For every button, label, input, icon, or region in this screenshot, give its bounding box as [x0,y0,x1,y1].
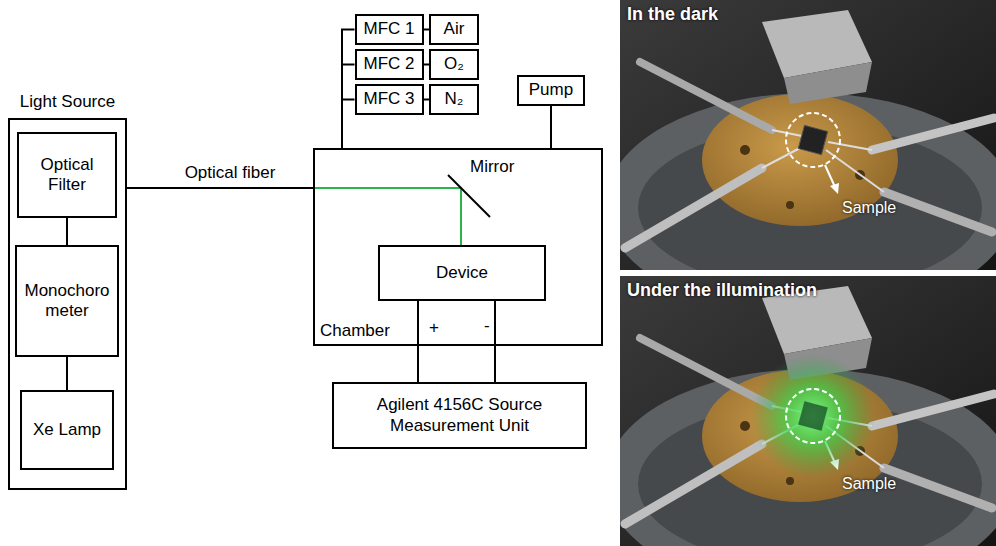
node-text: Optical Filter [19,155,115,196]
photo-heading: Under the illumination [627,280,817,302]
node-text: Pump [525,80,577,100]
flow-controller-box: MFC 2 [355,49,424,79]
connector-line [127,187,313,189]
node-text: MFC 3 [360,89,419,109]
connector-line [342,64,355,148]
chamber-box: Chamber Device [313,148,603,346]
light-beam [313,188,461,245]
node-text: Device [432,263,492,283]
node-text: MFC 2 [360,54,419,74]
connector-line [66,357,68,390]
photo-illuminated [605,276,996,546]
sample-label: Sample [842,474,896,493]
gas-box: Air [429,14,479,44]
node-text: Air [440,19,469,39]
connector-label: Optical fiber [183,163,278,183]
sample-chip [798,401,827,430]
gas-box: O₂ [429,49,479,79]
filter-box: Optical Filter [17,132,117,218]
polarity-sign: + [429,318,439,338]
connector-line [417,301,419,382]
mirror-symbol [448,175,490,217]
node-text: MFC 1 [360,19,419,39]
pump-box: Pump [517,75,585,106]
flow-controller-box: MFC 1 [355,14,424,44]
node-text: N₂ [441,89,468,109]
photo-heading: In the dark [627,4,718,26]
connector-line [550,106,552,148]
node-text: Chamber [315,321,390,344]
node-text: Light Source [20,92,115,112]
node-text: O₂ [440,54,468,74]
node-text: Monochoro meter [17,281,116,322]
connector-line [342,99,355,148]
green-glow [751,354,875,478]
connector-line [494,301,496,382]
gas-box: N₂ [429,84,479,114]
polarity-sign: - [484,316,490,336]
node-text: Agilent 4156C Source Measurement Unit [334,395,585,436]
node-text: Xe Lamp [29,420,105,440]
flow-controller-box: MFC 3 [355,84,424,114]
device-box: Device [378,245,546,301]
photo-dark [605,0,996,317]
connector-line [66,218,68,245]
measurement-unit-box: Agilent 4156C Source Measurement Unit [332,382,587,449]
mirror-label: Mirror [470,157,514,177]
light-source-box: Light SourceOptical FilterMonochoro mete… [8,118,127,490]
lamp-box: Xe Lamp [20,390,114,470]
monochromator-box: Monochoro meter [15,245,118,357]
sample-ring [786,389,840,443]
connector-line [342,29,355,148]
sample-label: Sample [842,198,896,217]
